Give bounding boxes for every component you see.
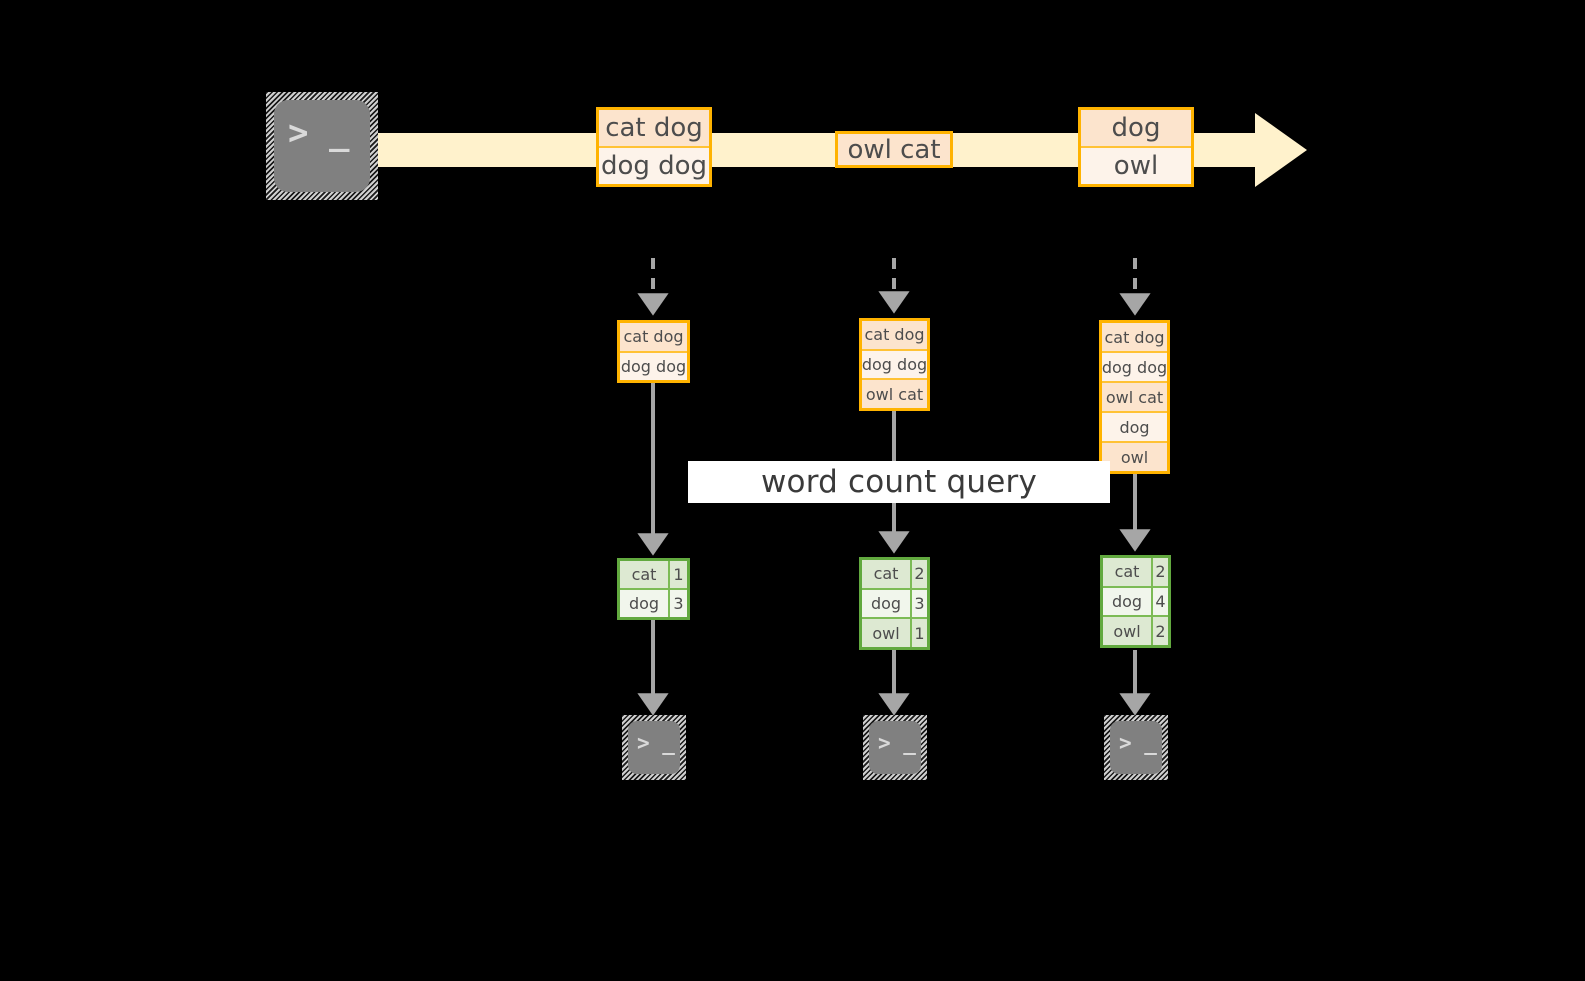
result-word: dog (1103, 587, 1151, 616)
batch-record: cat dog (620, 323, 687, 351)
result-word: owl (1103, 617, 1151, 646)
table-row: cat 2 (862, 560, 927, 588)
stream-record: owl (1081, 146, 1191, 184)
result-table-2: cat 2 dog 3 owl 1 (859, 557, 930, 650)
batch-record: dog dog (862, 348, 927, 379)
result-word: owl (862, 619, 910, 648)
result-word: dog (620, 590, 668, 617)
stream-record: dog dog (599, 146, 709, 184)
result-word: dog (862, 589, 910, 618)
terminal-screen: > _ (869, 721, 921, 774)
batch-record: owl (1102, 441, 1167, 471)
sink-terminal-icon-1: > _ (622, 715, 686, 780)
terminal-prompt-glyph: > _ (878, 731, 916, 755)
result-word: cat (620, 561, 668, 588)
batch-box-3: cat dog dog dog owl cat dog owl (1099, 320, 1170, 474)
batch-record: cat dog (1102, 323, 1167, 351)
result-count: 2 (910, 560, 927, 588)
result-word: cat (862, 560, 910, 588)
table-row: owl 2 (1103, 615, 1168, 646)
batch-record: cat dog (862, 321, 927, 349)
sink-terminal-icon-2: > _ (863, 715, 927, 780)
terminal-screen: > _ (1110, 721, 1162, 774)
stream-record: cat dog (599, 110, 709, 146)
terminal-prompt-glyph: > _ (637, 731, 675, 755)
table-row: dog 3 (862, 587, 927, 618)
table-row: cat 2 (1103, 558, 1168, 586)
result-count: 4 (1151, 587, 1168, 616)
terminal-screen: > _ (274, 100, 370, 192)
table-row: dog 4 (1103, 585, 1168, 616)
stream-record-group-1: cat dog dog dog (596, 107, 712, 187)
result-count: 3 (910, 589, 927, 618)
stream-record: dog (1081, 110, 1191, 146)
result-word: cat (1103, 558, 1151, 586)
table-row: cat 1 (620, 561, 687, 588)
terminal-prompt-glyph: > _ (1119, 731, 1157, 755)
table-row: owl 1 (862, 617, 927, 648)
query-label-band: word count query (688, 461, 1110, 503)
result-table-3: cat 2 dog 4 owl 2 (1100, 555, 1171, 648)
batch-record: owl cat (1102, 381, 1167, 411)
stream-record: owl cat (838, 134, 950, 165)
terminal-prompt-glyph: > _ (288, 113, 350, 153)
batch-box-1: cat dog dog dog (617, 320, 690, 383)
terminal-screen: > _ (628, 721, 680, 774)
result-count: 2 (1151, 558, 1168, 586)
stream-record-group-2: owl cat (835, 131, 953, 168)
batch-record: dog dog (1102, 351, 1167, 381)
result-count: 3 (668, 590, 687, 617)
stream-record-group-3: dog owl (1078, 107, 1194, 187)
result-table-1: cat 1 dog 3 (617, 558, 690, 620)
sink-terminal-icon-3: > _ (1104, 715, 1168, 780)
result-count: 1 (668, 561, 687, 588)
batch-record: dog dog (620, 350, 687, 380)
result-count: 1 (910, 619, 927, 648)
query-label-text: word count query (760, 464, 1038, 500)
batch-record: owl cat (862, 378, 927, 409)
batch-box-2: cat dog dog dog owl cat (859, 318, 930, 411)
batch-record: dog (1102, 411, 1167, 441)
table-row: dog 3 (620, 588, 687, 617)
source-terminal-icon: > _ (266, 92, 378, 200)
result-count: 2 (1151, 617, 1168, 646)
